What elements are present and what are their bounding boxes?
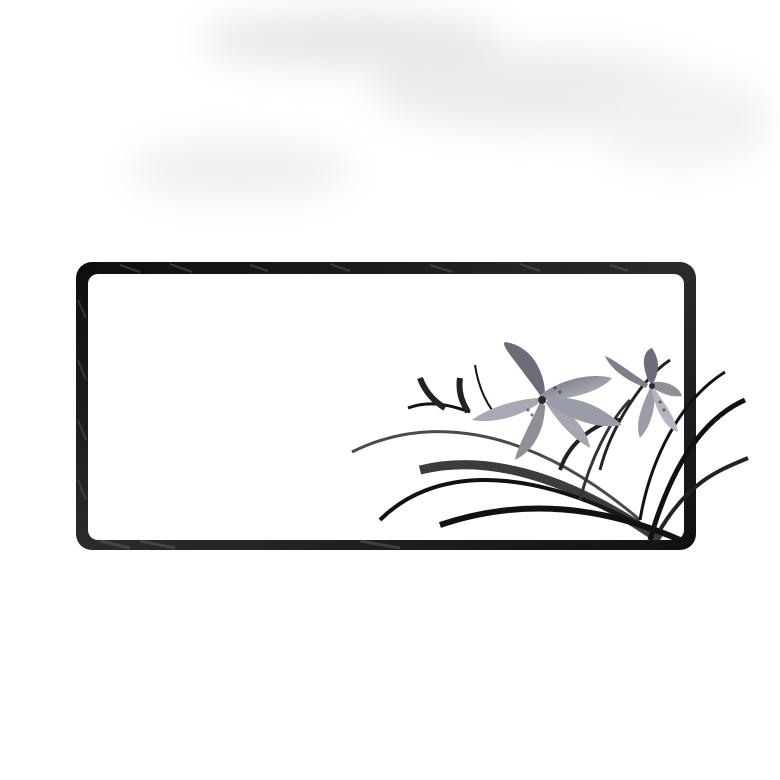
frame-content-area — [88, 274, 684, 540]
ink-mist — [130, 12, 770, 200]
orchid-painting — [351, 342, 749, 544]
